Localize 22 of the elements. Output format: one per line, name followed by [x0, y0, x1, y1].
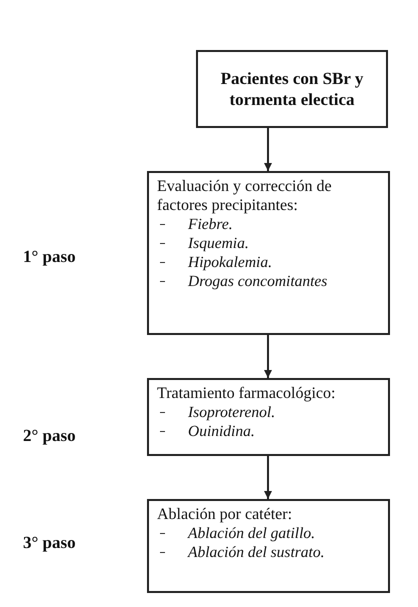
arrow	[264, 456, 272, 499]
step-heading: Evaluación y corrección de factores precipitantes:	[157, 177, 333, 215]
step-box	[147, 171, 390, 335]
box-title: Pacientes con SBr y tormenta electica	[220, 68, 364, 110]
step-box	[147, 378, 390, 456]
step-heading: Ablación por catéter:	[157, 505, 294, 524]
list-item: Drogas concomitantes	[188, 272, 328, 291]
start-box	[196, 50, 388, 128]
step-label: 1° paso	[23, 247, 76, 267]
arrow	[264, 128, 272, 171]
list-item: Hipokalemia.	[188, 253, 272, 272]
step-heading: Tratamiento farmacológico:	[157, 384, 336, 403]
list-item: Ablación del gatillo.	[188, 524, 315, 543]
step-label: 2° paso	[23, 426, 76, 446]
step-box	[147, 499, 390, 593]
list-item: Ouinidina.	[188, 422, 255, 441]
list-item: Isoproterenol.	[188, 403, 276, 422]
list-item: Ablación del sustrato.	[188, 543, 324, 562]
arrow	[264, 335, 272, 378]
step-label: 3° paso	[23, 533, 76, 553]
list-item: Isquemia.	[188, 234, 249, 253]
list-item: Fiebre.	[188, 215, 233, 234]
